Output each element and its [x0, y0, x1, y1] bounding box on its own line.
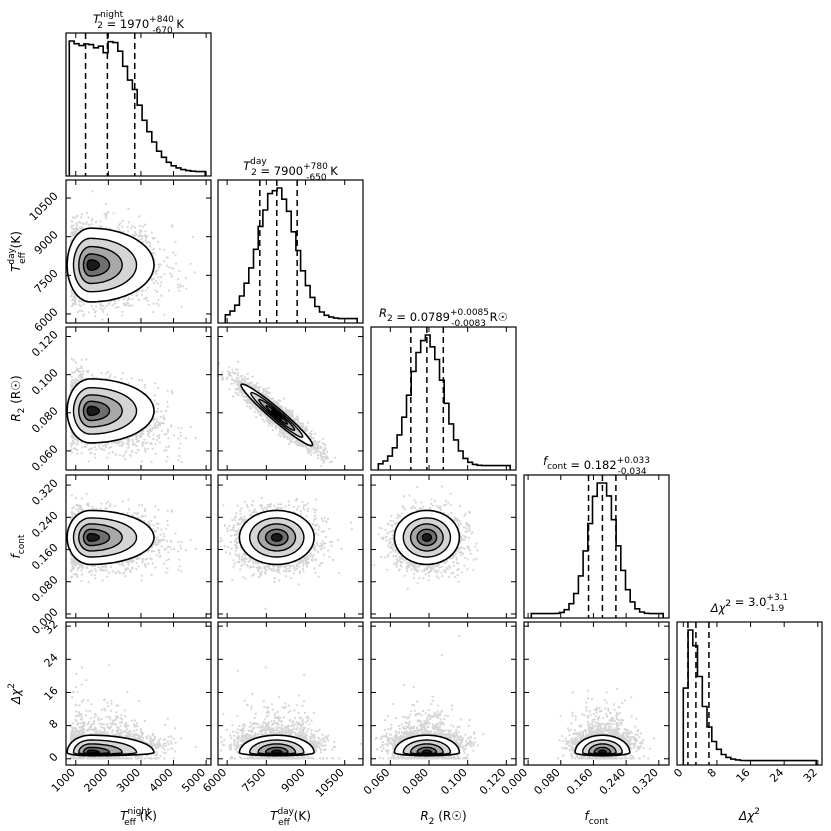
y-tick-label-r2: 0.060: [29, 442, 60, 473]
y-tick-label-dchi2: 0: [47, 750, 61, 764]
density-contour-5: [421, 749, 433, 754]
density-contour-5: [597, 749, 608, 754]
histogram-tday: [224, 187, 358, 323]
axes-frame-fcont: [523, 474, 670, 619]
y-axis-label-tday: Tdayeff (K): [7, 231, 28, 272]
axes-frame: [217, 474, 364, 619]
histogram-r2: [377, 334, 511, 470]
y-tick-label-dchi2: 8: [47, 717, 61, 731]
panel-dchi2-vs-tnight: [65, 621, 212, 766]
y-tick-label-r2: 0.120: [29, 328, 60, 359]
hist-panel-tday: [217, 179, 364, 324]
hist-panel-dchi2: [676, 621, 823, 766]
histogram-tnight: [68, 40, 206, 176]
x-axis-label-r2: R2 (R☉): [420, 809, 466, 827]
y-tick-label-r2: 0.100: [29, 366, 60, 397]
y-tick-label-fcont: 0.080: [29, 573, 60, 604]
y-tick-label-tday: 6000: [32, 305, 61, 334]
panel-dchi2-vs-r2: [370, 621, 517, 766]
density-contour-5: [86, 405, 101, 417]
x-tick-label-fcont: 0.320: [629, 766, 660, 797]
x-tick-label-tday: 7500: [239, 766, 268, 795]
hist-panel-fcont: [523, 474, 670, 619]
y-tick-label-fcont: 0.320: [29, 477, 60, 508]
y-axis-label-r2: R2 (R☉): [9, 375, 27, 421]
x-tick-label-fcont: 0.080: [531, 766, 562, 797]
panel-fcont-vs-tday: [217, 474, 364, 619]
histogram-fcont: [530, 482, 664, 618]
panel-dchi2-vs-tday: [217, 621, 364, 766]
density-contour-5: [421, 533, 433, 542]
panel-r2-vs-tday: [217, 326, 364, 471]
panel-fcont-vs-r2: [370, 474, 517, 619]
hist-panel-r2: [370, 326, 517, 471]
density-contour-5: [270, 533, 283, 542]
x-tick-label-dchi2: 32: [801, 766, 820, 785]
axes-frame: [523, 621, 670, 766]
x-tick-label-r2: 0.100: [438, 766, 469, 797]
panel-dchi2-vs-fcont: [523, 621, 670, 766]
density-contour-5: [86, 749, 101, 754]
axes-frame: [370, 621, 517, 766]
x-tick-label-tday: 6000: [200, 766, 229, 795]
density-contour-5: [271, 409, 283, 420]
y-tick-label-dchi2: 24: [42, 651, 61, 670]
y-tick-label-tday: 9000: [32, 228, 61, 257]
y-tick-label-tday: 7500: [32, 267, 61, 296]
axes-frame: [65, 474, 212, 619]
density-contour-5: [86, 259, 101, 271]
x-tick-label-fcont: 0.240: [597, 766, 628, 797]
panel-fcont-vs-tnight: [65, 474, 212, 619]
x-tick-label-tnight: 3000: [114, 766, 143, 795]
y-tick-label-fcont: 0.160: [29, 541, 60, 572]
y-axis-label-dchi2: Δχ2: [7, 683, 23, 705]
x-tick-label-r2: 0.060: [361, 766, 392, 797]
hist-panel-tnight: [65, 32, 212, 177]
x-axis-label-fcont: fcont: [585, 809, 609, 827]
title-r2: R2 = 0.0789+0.0085-0.0083 R☉: [379, 306, 508, 329]
axes-frame-tday: [217, 179, 364, 324]
axes-frame: [65, 326, 212, 471]
x-axis-label-dchi2: Δχ2: [738, 807, 760, 823]
density-contour-5: [270, 749, 283, 754]
x-tick-label-tday: 9000: [279, 766, 308, 795]
x-tick-label-dchi2: 16: [734, 766, 753, 785]
panel-r2-vs-tnight: [65, 326, 212, 471]
axes-frame: [65, 621, 212, 766]
axes-frame: [217, 621, 364, 766]
axes-frame: [65, 179, 212, 324]
title-fcont: fcont = 0.182+0.033-0.034: [543, 454, 650, 477]
x-tick-label-fcont: 0.160: [564, 766, 595, 797]
y-tick-label-tday: 10500: [27, 190, 61, 224]
axes-frame-r2: [370, 326, 517, 471]
density-contour-5: [86, 533, 101, 542]
x-tick-label-r2: 0.080: [400, 766, 431, 797]
x-tick-label-tnight: 1000: [49, 766, 78, 795]
title-dchi2: Δχ2 = 3.0+3.1-1.9: [710, 593, 789, 615]
y-tick-label-dchi2: 16: [42, 684, 61, 703]
x-tick-label-dchi2: 8: [705, 766, 719, 780]
axes-frame: [370, 474, 517, 619]
x-tick-label-dchi2: 24: [767, 766, 786, 785]
y-tick-label-fcont: 0.240: [29, 509, 60, 540]
panel-tday-vs-tnight: [65, 179, 212, 324]
x-tick-label-dchi2: 0: [671, 766, 685, 780]
histogram-dchi2: [682, 629, 817, 765]
axes-frame: [217, 326, 364, 471]
axes-frame-dchi2: [676, 621, 823, 766]
x-tick-label-tnight: 4000: [147, 766, 176, 795]
y-tick-label-r2: 0.080: [29, 404, 60, 435]
axes-frame-tnight: [65, 32, 212, 177]
corner-panels: [65, 32, 823, 766]
x-tick-label-tday: 10500: [313, 766, 347, 800]
y-axis-label-fcont: fcont: [9, 534, 27, 558]
x-tick-label-tnight: 2000: [81, 766, 110, 795]
